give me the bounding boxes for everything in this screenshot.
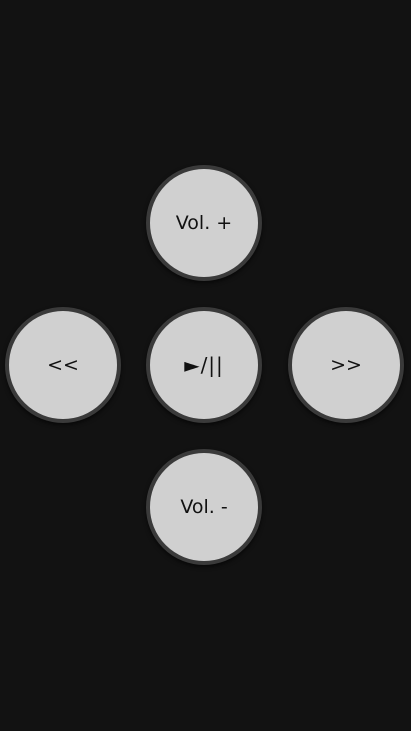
volume-down-button[interactable]: Vol. - xyxy=(146,449,262,565)
next-label: >> xyxy=(330,353,362,376)
volume-down-label: Vol. - xyxy=(180,495,228,518)
previous-label: << xyxy=(47,353,79,376)
previous-button[interactable]: << xyxy=(5,307,121,423)
play-pause-button[interactable]: ►/|| xyxy=(146,307,262,423)
volume-up-label: Vol. + xyxy=(175,211,233,234)
next-button[interactable]: >> xyxy=(288,307,404,423)
volume-up-button[interactable]: Vol. + xyxy=(146,165,262,281)
play-pause-label: ►/|| xyxy=(184,353,224,377)
